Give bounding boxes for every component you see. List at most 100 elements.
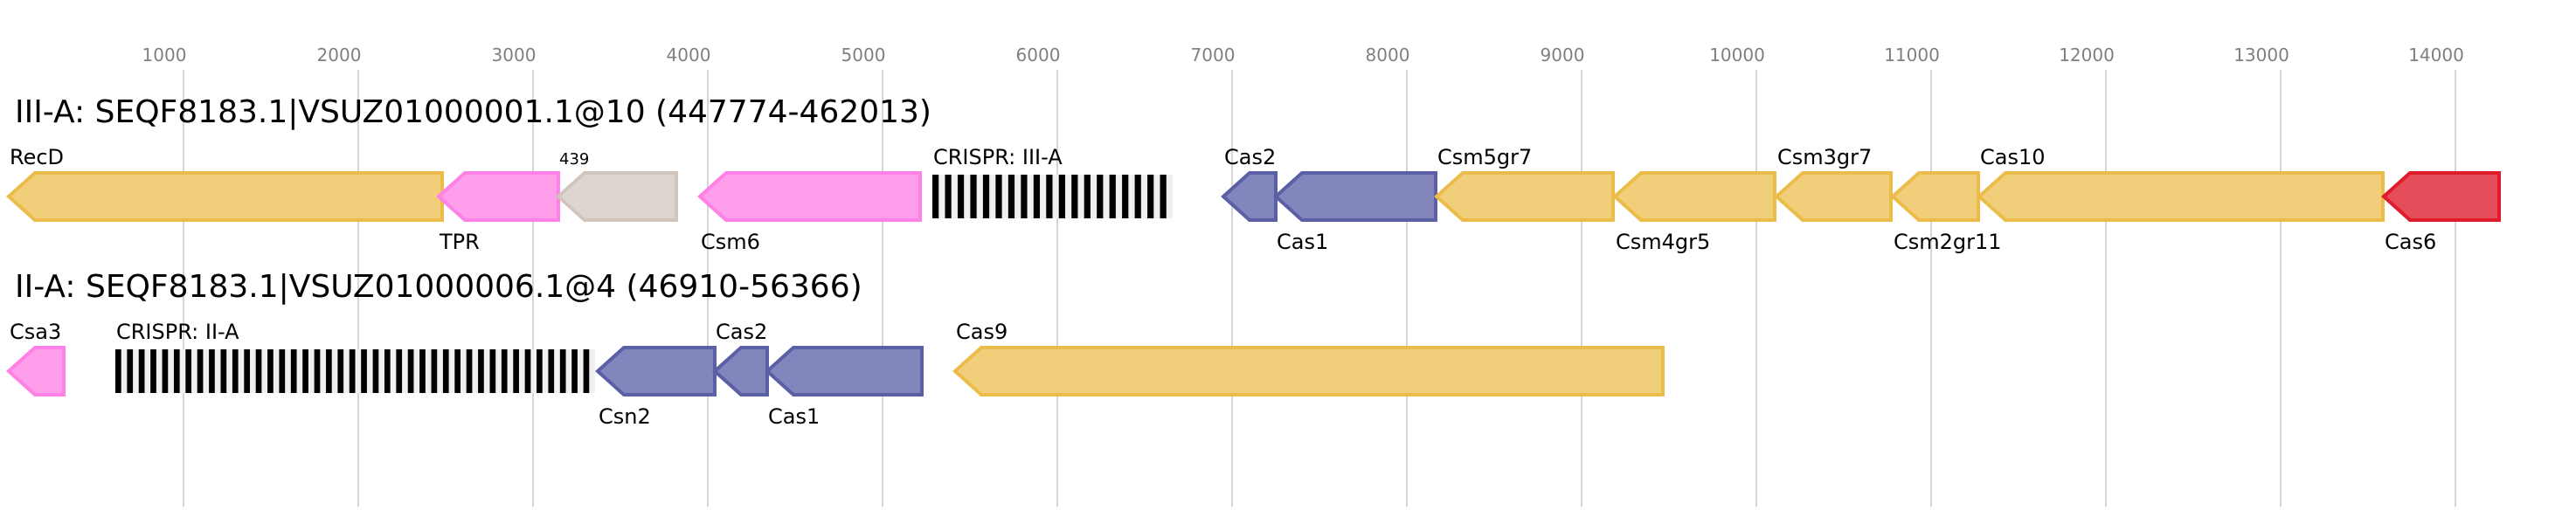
crispr-repeat (1109, 175, 1116, 218)
feature-label: Csa3 (10, 320, 61, 344)
crispr-repeat (537, 349, 543, 393)
crispr-repeat (442, 349, 449, 393)
crispr-repeat (419, 349, 426, 393)
feature-label: Cas6 (2385, 230, 2436, 254)
feature-label: Csm6 (701, 230, 760, 254)
gene-arrow[interactable]: Csm6 (697, 171, 922, 254)
crispr-repeat (489, 349, 496, 393)
gene-arrow[interactable]: Cas1 (765, 346, 924, 429)
crispr-repeat (501, 349, 508, 393)
crispr-repeat (1134, 175, 1141, 218)
crispr-repeat (115, 349, 121, 393)
crispr-repeat (209, 349, 215, 393)
crispr-repeat (466, 349, 473, 393)
crispr-repeat (478, 349, 484, 393)
crispr-repeat (162, 349, 169, 393)
gene-arrow[interactable]: Csa3 (6, 320, 66, 396)
feature-label: Cas9 (956, 320, 1008, 344)
gene-shape (952, 346, 1665, 396)
crispr-repeat (314, 349, 321, 393)
track-title: III-A: SEQF8183.1|VSUZ01000001.1@10 (447… (15, 94, 931, 130)
track: III-A: SEQF8183.1|VSUZ01000001.1@10 (447… (6, 94, 2501, 254)
tick-label: 2000 (317, 45, 362, 66)
crispr-repeat (255, 349, 262, 393)
crispr-repeat (1097, 175, 1104, 218)
gene-shape (556, 171, 678, 222)
tick-label: 1000 (142, 45, 187, 66)
gene-shape (1774, 171, 1893, 222)
tick-label: 9000 (1541, 45, 1585, 66)
gene-shape (1977, 171, 2385, 222)
gene-arrow[interactable]: Csn2 (595, 346, 717, 429)
feature-label: TPR (439, 230, 480, 254)
crispr-repeat (1071, 175, 1078, 218)
crispr-repeat (1122, 175, 1129, 218)
crispr-repeat (571, 349, 578, 393)
feature-label: Csm5gr7 (1437, 145, 1532, 169)
crispr-repeat (372, 349, 379, 393)
tracks: III-A: SEQF8183.1|VSUZ01000001.1@10 (447… (6, 94, 2501, 429)
gene-arrow[interactable]: Cas2 (1221, 145, 1278, 222)
feature-label: Csm4gr5 (1616, 230, 1710, 254)
crispr-repeat (384, 349, 391, 393)
gene-arrow[interactable]: Csm2gr11 (1890, 171, 2002, 254)
gene-arrow[interactable]: Csm4gr5 (1612, 171, 1776, 254)
crispr-repeat (185, 349, 192, 393)
gene-arrow[interactable]: TPR (436, 171, 560, 254)
crispr-repeat (349, 349, 356, 393)
crispr-repeat (1021, 175, 1028, 218)
feature-label: Cas2 (716, 320, 767, 344)
gene-shape (6, 171, 444, 222)
crispr-array[interactable]: CRISPR: II-A (115, 320, 595, 393)
tick-label: 3000 (492, 45, 537, 66)
crispr-repeat (361, 349, 367, 393)
crispr-repeat (244, 349, 250, 393)
crispr-repeat (1147, 175, 1154, 218)
tick-label: 11000 (1884, 45, 1940, 66)
crispr-repeat (1084, 175, 1091, 218)
gene-arrow[interactable]: 439 (556, 150, 678, 222)
track-title: II-A: SEQF8183.1|VSUZ01000006.1@4 (46910… (15, 269, 862, 305)
gene-arrow[interactable]: Cas9 (952, 320, 1665, 396)
crispr-repeat (407, 349, 414, 393)
crispr-repeat (583, 349, 590, 393)
crispr-repeat (957, 175, 965, 218)
crispr-repeat (431, 349, 438, 393)
feature-label: Csm3gr7 (1777, 145, 1872, 169)
crispr-repeat (326, 349, 332, 393)
gene-shape (765, 346, 924, 396)
crispr-repeat (932, 175, 939, 218)
gene-shape (436, 171, 560, 222)
tick-label: 12000 (2059, 45, 2115, 66)
tick-label: 13000 (2233, 45, 2289, 66)
crispr-repeat (197, 349, 204, 393)
feature-label: Csm2gr11 (1894, 230, 2002, 254)
gene-arrow[interactable]: Cas2 (712, 320, 769, 396)
feature-label: CRISPR: II-A (116, 320, 239, 344)
crispr-repeat (173, 349, 180, 393)
gene-arrow[interactable]: Csm5gr7 (1434, 145, 1615, 222)
crispr-array[interactable]: CRISPR: III-A (932, 145, 1173, 218)
crispr-repeat (970, 175, 977, 218)
gene-shape (1434, 171, 1615, 222)
gene-arrow[interactable]: Cas10 (1977, 145, 2385, 222)
crispr-repeat (232, 349, 239, 393)
track: II-A: SEQF8183.1|VSUZ01000006.1@4 (46910… (6, 269, 1665, 429)
crispr-repeat (1058, 175, 1065, 218)
feature-label: 439 (559, 150, 589, 169)
gene-arrow[interactable]: RecD (6, 145, 444, 222)
crispr-repeat (548, 349, 555, 393)
gene-arrow[interactable]: Cas6 (2381, 171, 2501, 254)
crispr-repeat (302, 349, 308, 393)
gene-arrow[interactable]: Csm3gr7 (1774, 145, 1893, 222)
feature-label: CRISPR: III-A (933, 145, 1063, 169)
gene-shape (1273, 171, 1437, 222)
feature-label: Cas1 (768, 404, 820, 429)
feature-label: RecD (10, 145, 64, 169)
crispr-repeat (267, 349, 274, 393)
tick-label: 14000 (2408, 45, 2464, 66)
crispr-repeat (290, 349, 297, 393)
gene-arrow[interactable]: Cas1 (1273, 171, 1437, 254)
tick-label: 4000 (667, 45, 711, 66)
